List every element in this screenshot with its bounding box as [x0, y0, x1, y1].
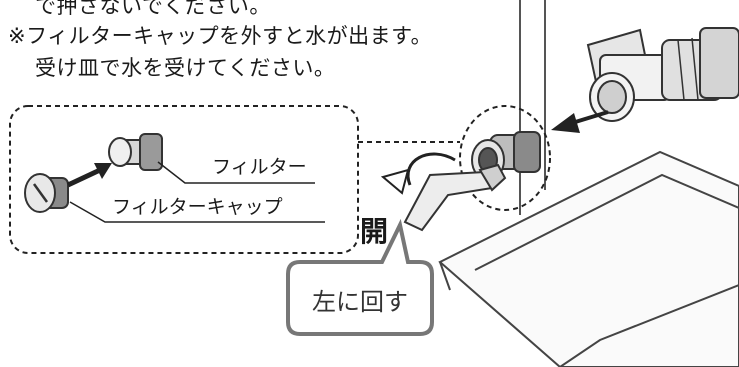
- rotate-left-arrow: [380, 152, 456, 195]
- assembly-arrow: [66, 163, 112, 188]
- note-line-2: 受け皿で水を受けてください。: [35, 56, 336, 80]
- wrench: [403, 163, 507, 232]
- note-line-1: ※フィルターキャップを外すと水が出ます。: [8, 24, 433, 48]
- filter-detail: [108, 133, 163, 171]
- bubble-text: 左に回す: [312, 288, 408, 316]
- sink-basin: [438, 150, 739, 367]
- filter-cap-detail: [24, 173, 69, 213]
- callout-filter: フィルター: [212, 156, 307, 178]
- detail-box: [9, 105, 359, 254]
- removal-arrow: [551, 110, 609, 133]
- faucet-body: [586, 27, 739, 122]
- callout-filter-cap: フィルターキャップ: [112, 196, 283, 218]
- focus-circle: [459, 105, 551, 211]
- open-direction-label: 開: [360, 215, 389, 248]
- callout-leaders: [69, 161, 325, 223]
- instruction-bubble: [286, 218, 434, 336]
- wall-lines: [519, 0, 546, 215]
- note-line-0: で押さないでください。: [35, 0, 271, 18]
